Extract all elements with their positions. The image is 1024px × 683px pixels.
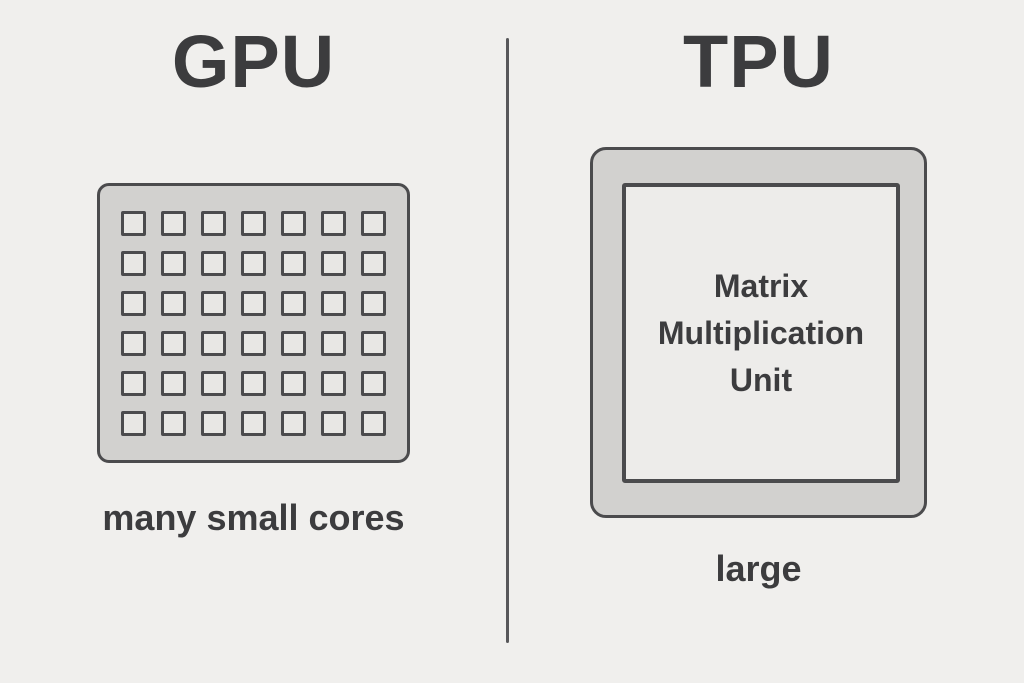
gpu-core-cell <box>321 290 346 316</box>
gpu-core-cell <box>361 370 386 396</box>
gpu-core-cell <box>241 290 266 316</box>
gpu-core-cell <box>281 410 306 436</box>
gpu-core-cell <box>361 250 386 276</box>
gpu-core-cell <box>321 250 346 276</box>
gpu-caption: many small cores <box>102 497 405 538</box>
gpu-core-cell <box>201 330 226 356</box>
gpu-core-cell <box>281 290 306 316</box>
mxu-label-line-2: Multiplication <box>657 314 865 351</box>
gpu-core-cell <box>241 210 266 236</box>
gpu-core-cell <box>161 370 186 396</box>
gpu-title: GPU <box>171 20 336 103</box>
tpu-caption: large <box>715 548 802 589</box>
gpu-core-cell <box>281 250 306 276</box>
mxu-label-line-1: Matrix <box>713 267 809 304</box>
mxu-label-line-3: Unit <box>729 361 793 398</box>
mxu-label: Matrix Multiplication Unit <box>658 263 864 404</box>
gpu-core-cell <box>321 370 346 396</box>
gpu-core-cell <box>241 250 266 276</box>
gpu-core-cell <box>161 410 186 436</box>
gpu-core-cell <box>361 410 386 436</box>
gpu-core-cell <box>361 330 386 356</box>
matrix-multiplication-unit-box: Matrix Multiplication Unit <box>622 183 900 483</box>
gpu-core-cell <box>241 330 266 356</box>
gpu-chip <box>97 183 410 463</box>
gpu-core-cell <box>121 410 146 436</box>
gpu-core-cell <box>361 290 386 316</box>
gpu-core-cell <box>281 370 306 396</box>
gpu-core-cell <box>121 370 146 396</box>
gpu-core-cell <box>121 210 146 236</box>
gpu-core-cell <box>361 210 386 236</box>
gpu-core-cell <box>161 250 186 276</box>
gpu-core-cell <box>321 210 346 236</box>
tpu-title: TPU <box>683 20 834 103</box>
gpu-core-cell <box>321 410 346 436</box>
gpu-core-cell <box>241 370 266 396</box>
gpu-core-cell <box>121 290 146 316</box>
panel-divider <box>506 38 509 643</box>
gpu-core-cell <box>241 410 266 436</box>
gpu-core-cell <box>201 210 226 236</box>
gpu-core-cell <box>161 290 186 316</box>
gpu-core-cell <box>121 250 146 276</box>
gpu-core-cell <box>121 330 146 356</box>
gpu-core-cell <box>161 210 186 236</box>
gpu-core-cell <box>161 330 186 356</box>
tpu-chip: Matrix Multiplication Unit <box>590 147 927 518</box>
gpu-core-cell <box>281 210 306 236</box>
gpu-core-cell <box>201 250 226 276</box>
gpu-core-cell <box>201 370 226 396</box>
gpu-core-cell <box>201 290 226 316</box>
gpu-core-cell <box>321 330 346 356</box>
gpu-core-cell <box>281 330 306 356</box>
gpu-core-cell <box>201 410 226 436</box>
